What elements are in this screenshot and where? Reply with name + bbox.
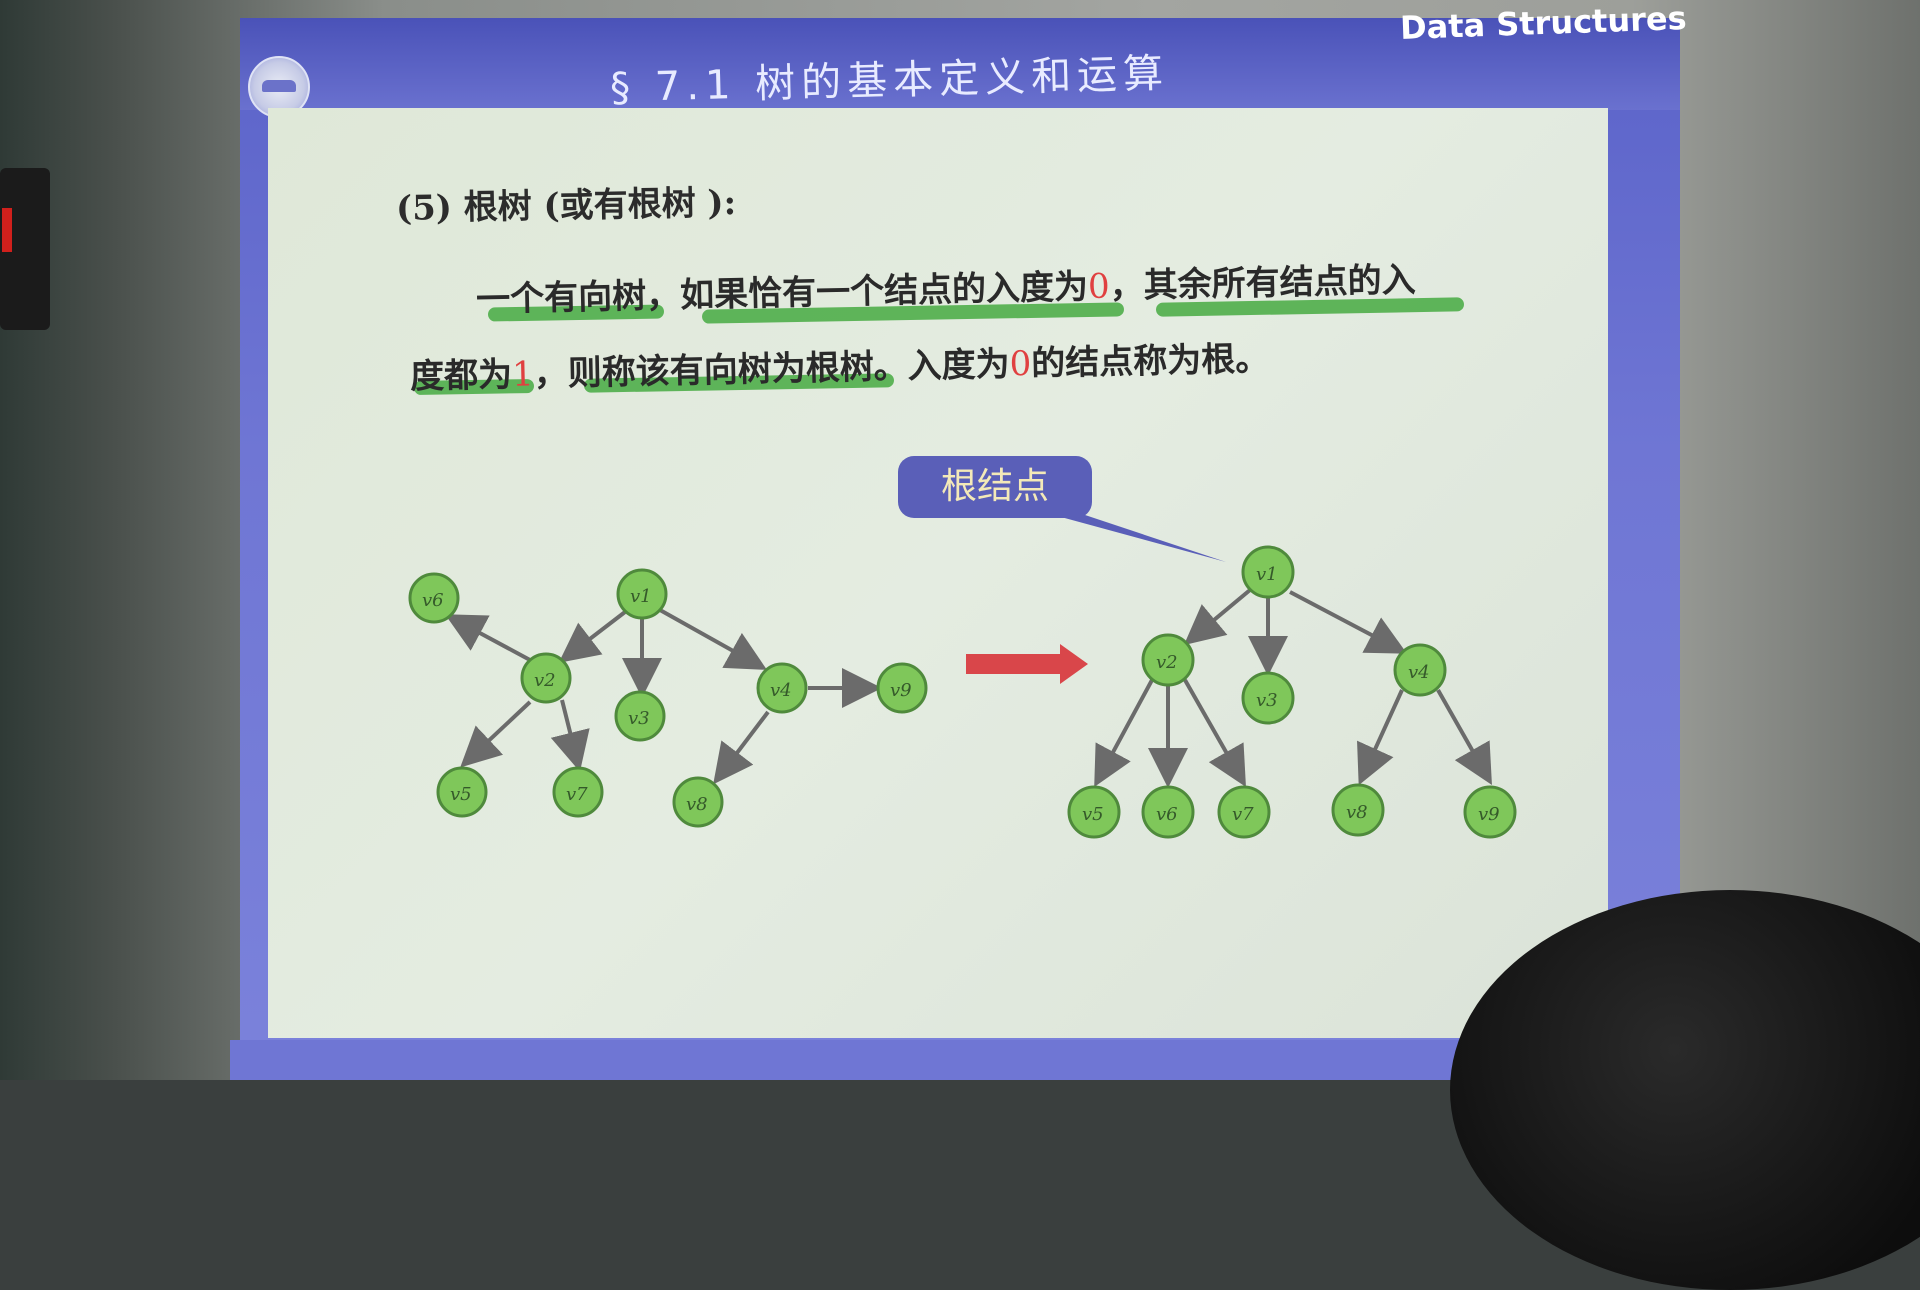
graph-node: v2 bbox=[520, 652, 572, 704]
slide-title-bar bbox=[240, 18, 1680, 110]
node-label: v7 bbox=[566, 784, 588, 805]
tree-node: v2 bbox=[1141, 633, 1195, 687]
node-label: v9 bbox=[1478, 804, 1500, 825]
tree-node: v6 bbox=[1141, 785, 1195, 839]
node-label: v4 bbox=[770, 680, 792, 701]
tree-node-root: v1 bbox=[1241, 545, 1295, 599]
graph-node: v4 bbox=[756, 662, 808, 714]
tree-node: v5 bbox=[1067, 785, 1121, 839]
tree-diagram: v6 v1 v2 v3 v4 v9 v5 v7 v8 v1 v2 v3 v4 v… bbox=[408, 512, 1517, 839]
node-label: v5 bbox=[1082, 804, 1104, 825]
graph-node: v6 bbox=[408, 572, 460, 624]
callout-pointer bbox=[1050, 512, 1226, 562]
graph-node: v5 bbox=[436, 766, 488, 818]
left-graph-nodes: v6 v1 v2 v3 v4 v9 v5 v7 v8 bbox=[408, 568, 928, 828]
slide-bottom-bar bbox=[230, 1040, 1690, 1080]
graph-node: v7 bbox=[552, 766, 604, 818]
right-tree-edges bbox=[1094, 588, 1492, 788]
wall-clock bbox=[0, 168, 50, 330]
node-label: v4 bbox=[1408, 662, 1430, 683]
root-node-callout: 根结点 bbox=[898, 456, 1092, 518]
node-label: v2 bbox=[1156, 652, 1178, 673]
tree-node: v9 bbox=[1463, 785, 1517, 839]
graph-node: v8 bbox=[672, 776, 724, 828]
tree-node: v3 bbox=[1241, 671, 1295, 725]
node-label: v1 bbox=[1256, 564, 1278, 585]
transform-arrow-icon bbox=[966, 644, 1088, 684]
right-tree-nodes: v1 v2 v3 v4 v5 v6 v7 v8 v9 bbox=[1067, 545, 1517, 839]
tree-node: v8 bbox=[1331, 783, 1385, 837]
node-label: v3 bbox=[628, 708, 650, 729]
node-label: v8 bbox=[1346, 802, 1368, 823]
node-label: v7 bbox=[1232, 804, 1254, 825]
university-logo-icon bbox=[248, 56, 310, 118]
clock-digit bbox=[2, 208, 12, 252]
node-label: v8 bbox=[686, 794, 708, 815]
graph-node: v9 bbox=[876, 662, 928, 714]
graph-node: v1 bbox=[616, 568, 668, 620]
node-label: v2 bbox=[534, 670, 556, 691]
node-label: v1 bbox=[630, 586, 652, 607]
slide-content-area bbox=[268, 108, 1608, 1038]
node-label: v6 bbox=[1156, 804, 1178, 825]
tree-node: v7 bbox=[1217, 785, 1271, 839]
node-label: v9 bbox=[890, 680, 912, 701]
graph-node: v3 bbox=[614, 690, 666, 742]
left-graph-edges bbox=[444, 608, 882, 785]
node-label: v6 bbox=[422, 590, 444, 611]
node-label: v3 bbox=[1256, 690, 1278, 711]
tree-node: v4 bbox=[1393, 643, 1447, 697]
node-label: v5 bbox=[450, 784, 472, 805]
